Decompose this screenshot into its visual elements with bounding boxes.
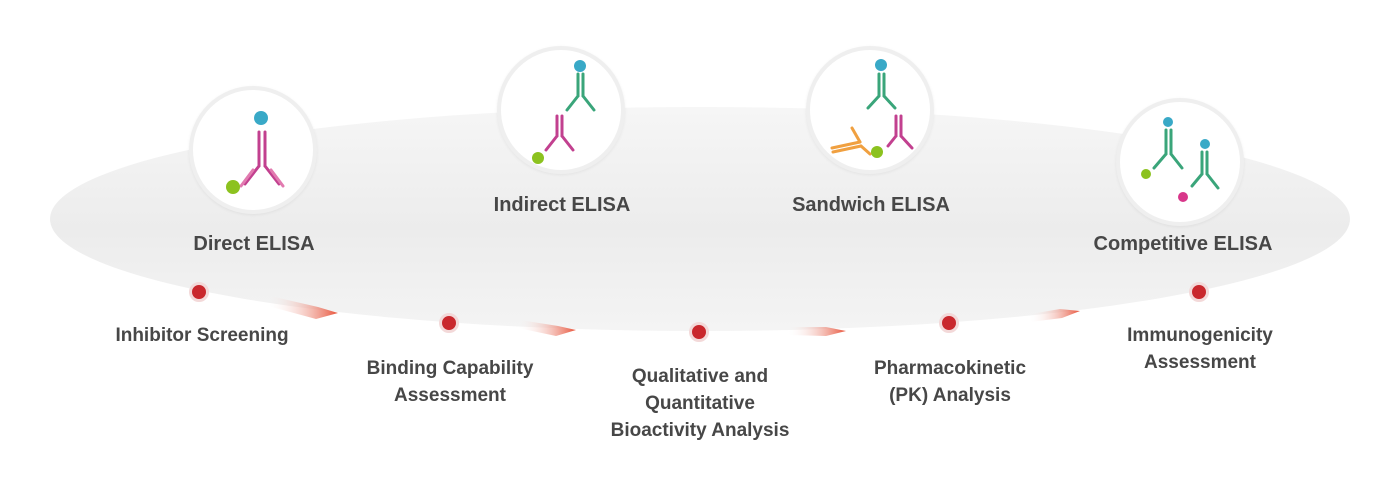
timeline-dot [189,282,209,302]
antigen-lime-icon [532,152,544,164]
flow-arrow [518,320,576,336]
indirect-elisa-icon-circle [497,46,625,174]
antibody-icon [1190,150,1220,190]
competitive-elisa-icon-circle [1116,98,1244,226]
primary-antibody-icon [565,72,596,112]
method-label-sandwich: Sandwich ELISA [792,194,950,216]
application-label-binding-capability: Binding Capability Assessment [366,358,534,406]
application-label-bioactivity-analysis: Qualitative and Quantitative Bioactivity… [610,366,790,441]
antigen-blue-icon [574,60,586,72]
orange-antibody-icon [830,126,872,156]
sandwich-elisa-icon-circle [806,46,934,174]
capture-antibody-icon [886,114,914,150]
antigen-lime-icon [871,146,883,158]
antibody-icon [239,130,285,188]
application-label-immunogenicity: Immunogenicity Assessment [1127,325,1273,373]
antigen-lime-icon [226,180,240,194]
antigen-blue-icon [1200,139,1210,149]
method-label-competitive: Competitive ELISA [1093,233,1273,255]
method-label-indirect: Indirect ELISA [493,194,631,216]
flow-arrows [268,296,1080,336]
direct-elisa-icon-circle [189,86,317,214]
flow-arrow [1030,309,1080,322]
flow-arrow [268,296,338,319]
timeline-dot [1189,282,1209,302]
antigen-magenta-icon [1178,192,1188,202]
antigen-lime-icon [1141,169,1151,179]
antibody-icon [1152,128,1184,170]
antigen-blue-icon [875,59,887,71]
flow-arrow [788,327,846,336]
timeline-dot [439,313,459,333]
detection-antibody-icon [866,72,897,110]
application-label-inhibitor-screening: Inhibitor Screening [115,325,289,346]
antigen-blue-icon [254,111,268,125]
secondary-antibody-icon [544,114,575,152]
application-label-pk-analysis: Pharmacokinetic (PK) Analysis [873,358,1027,406]
timeline-dot [689,322,709,342]
timeline-dot [939,313,959,333]
method-label-direct: Direct ELISA [193,233,315,255]
antigen-blue-icon [1163,117,1173,127]
